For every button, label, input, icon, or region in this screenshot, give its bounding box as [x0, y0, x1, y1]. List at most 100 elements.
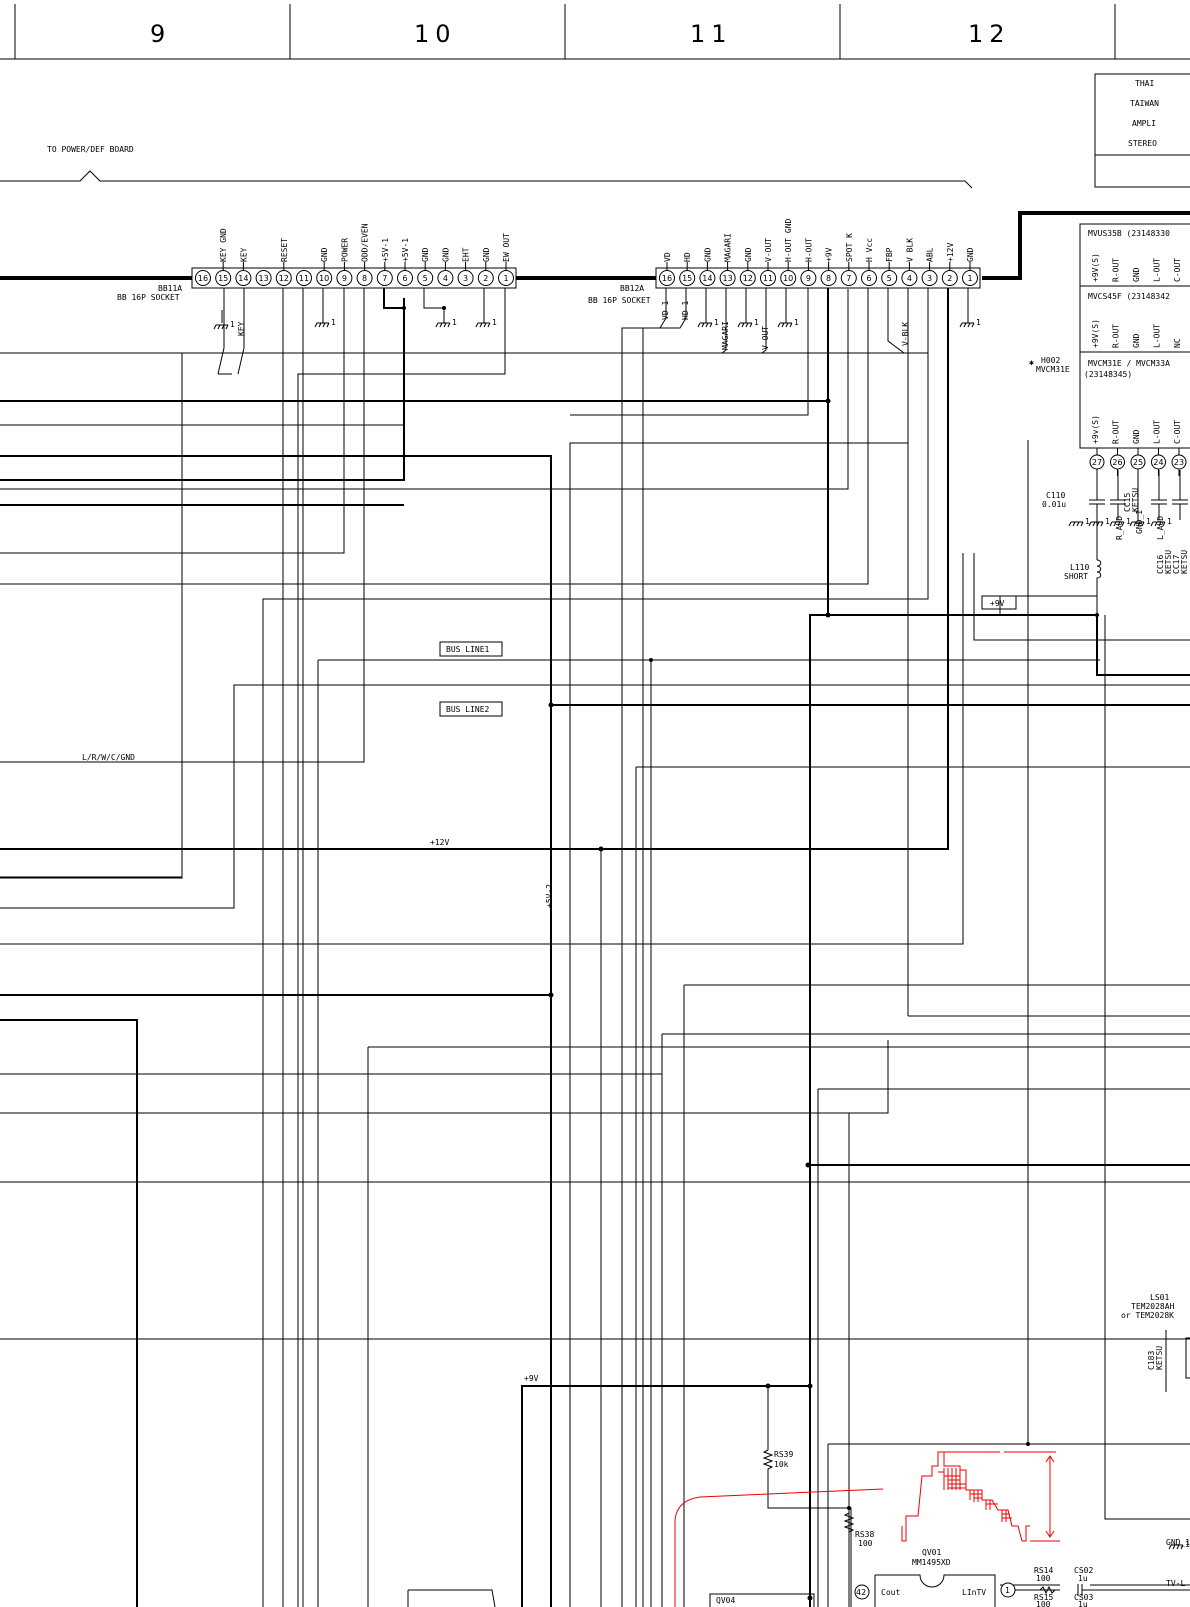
- net-labels: KEY VD-1 HD-1 MAGARI V-OUT V-BLK BUS LIN…: [82, 301, 1017, 1383]
- table-row-thai: THAI: [1135, 79, 1154, 88]
- module-pin-label: NC: [1173, 338, 1182, 348]
- module-pin-label: R-OUT: [1112, 324, 1121, 348]
- net-plus9v-bottom: +9V: [524, 1374, 539, 1383]
- cs03-ref: CS03: [1074, 1593, 1093, 1602]
- ground-net-number: 1: [452, 318, 457, 327]
- rs38-ref: RS38: [855, 1530, 874, 1539]
- bb12a-pin-number: 4: [907, 274, 912, 283]
- module-h002-ref: ✱ H002 MVCM31E: [1029, 356, 1070, 374]
- ground-icon: [697, 322, 713, 328]
- bb12a-pin-number: 2: [947, 274, 952, 283]
- grid-header: 9 10 11 12: [0, 4, 1190, 60]
- power-board-bracket: [0, 170, 973, 189]
- bb12a-type: BB 16P SOCKET: [588, 296, 651, 305]
- destination-table: THAI TAIWAN AMPLI STEREO: [1094, 73, 1190, 188]
- bb11a-pin-number: 2: [483, 274, 488, 283]
- bb12a-pin-label: H Vcc: [865, 238, 874, 262]
- bb11a-pin-10: [316, 270, 333, 286]
- bb11a-pin-number: 10: [319, 274, 329, 283]
- bb11a-pin-label: KEY GND: [219, 228, 228, 262]
- bb11a-pin-12: [275, 270, 292, 286]
- bb12a-pin-label: GND: [703, 247, 712, 262]
- module-components: C110 0.01u CC15 KETSU R_AUD GND_1 L_AUD …: [1042, 470, 1189, 615]
- bb12a-pin-number: 14: [702, 274, 712, 283]
- bb11a-pin-2: [477, 270, 494, 286]
- bb12a-pin-number: 9: [806, 274, 811, 283]
- net-plus5v2: +5V-2: [545, 884, 554, 908]
- rs39-value: 10k: [774, 1460, 789, 1469]
- ic-qv04: QV04: [709, 1593, 815, 1607]
- bb11a-pin-label: ODD/EVEN: [361, 223, 370, 262]
- bb12a-pin-9: [800, 270, 817, 286]
- bb11a-pin-13: [255, 270, 272, 286]
- bb12a-pin-12: [739, 270, 756, 286]
- bb12a-pin-number: 5: [887, 274, 892, 283]
- bb12a-pin-number: 1: [967, 274, 972, 283]
- bb12a-pin-16: [659, 270, 675, 286]
- module-pin-label: +9V(S): [1091, 319, 1100, 348]
- bb11a-pin-label: GND: [441, 247, 450, 262]
- grid-column-12: 12: [968, 20, 1011, 48]
- qv01-ref: QV01: [922, 1548, 941, 1557]
- bb11a-pin-label: GND: [482, 247, 491, 262]
- ls01-alt: or TEM2028K: [1121, 1311, 1174, 1320]
- bb11a-pin-9: [336, 270, 353, 286]
- rs15-value: 100: [1036, 1600, 1051, 1607]
- ground-icon: [1109, 521, 1125, 527]
- qv01-part: MM1495XD: [912, 1558, 951, 1567]
- asterisk-icon: ✱: [1029, 358, 1034, 367]
- bb11a-pin-label: EHT: [462, 247, 471, 262]
- module-mvcm31e: MVCM31E / MVCM33A (23148345) +9v(S)R-OUT…: [1079, 351, 1190, 449]
- ground-net-number: 1: [1126, 517, 1131, 526]
- qv04-ref: QV04: [716, 1596, 735, 1605]
- bb11a-pin-label: GND: [320, 247, 329, 262]
- ground-net-number: 1: [794, 318, 799, 327]
- table-row-taiwan: TAIWAN: [1130, 99, 1159, 108]
- bb11a-pin-7: [376, 270, 393, 286]
- h002-ref: H002: [1041, 356, 1060, 365]
- table-row-stereo: STEREO: [1128, 139, 1157, 148]
- bb11a-pin-label: POWER: [340, 238, 349, 262]
- raud-label: R_AUD: [1115, 516, 1124, 540]
- cc16-value: KETSU: [1164, 550, 1173, 574]
- module-pin-label: GND: [1132, 267, 1141, 282]
- bb12a-pin-number: 12: [743, 274, 753, 283]
- bb12a-pin-number: 3: [927, 274, 932, 283]
- l110-value: SHORT: [1064, 572, 1088, 581]
- ls01-area: LS01 TEM2028AH or TEM2028K C183 KETSU GN…: [1121, 1293, 1190, 1588]
- net-magari: MAGARI: [721, 321, 730, 350]
- bb11a-pin-number: 14: [238, 274, 248, 283]
- qv01-pin1: 1: [1005, 1586, 1010, 1595]
- ground-icon: [1150, 521, 1166, 527]
- bb12a-pin-label: V-OUT: [764, 238, 773, 262]
- bb11a-pin-11: [296, 270, 312, 286]
- bb11a-pin-number: 8: [362, 274, 367, 283]
- ground-icon: [737, 322, 753, 328]
- resistors: RS39 10k RS38 100: [762, 1449, 874, 1548]
- bb11a-pin-number: 4: [443, 274, 448, 283]
- c183-ref: C183: [1147, 1351, 1156, 1370]
- module-pin-label: L-OUT: [1153, 420, 1162, 444]
- grid-column-10: 10: [414, 20, 457, 48]
- ground-icon: [959, 322, 975, 328]
- ground-net-number: 1: [1185, 1540, 1190, 1549]
- rs38-symbol: [843, 1512, 855, 1533]
- bb11a-pin-number: 16: [198, 274, 208, 283]
- bb11a-pin-number: 6: [402, 274, 407, 283]
- ground-icon: [1129, 521, 1145, 527]
- ground-net-number: 1: [492, 318, 497, 327]
- ic-qv01: QV01 MM1495XD 42 Cout LInTV 1 RS14 100 R…: [854, 1548, 1190, 1607]
- bb11a-pin-label: EW OUT: [502, 233, 511, 262]
- bb12a-pin-8: [820, 270, 837, 286]
- module-pin-number: 25: [1133, 458, 1143, 467]
- bb12a-pin-4: [901, 270, 918, 286]
- net-vout: V-OUT: [761, 326, 770, 350]
- ground-icon: [1068, 521, 1084, 527]
- module-pin-number: 26: [1112, 458, 1122, 467]
- bb11a-pin-label: RESET: [280, 238, 289, 262]
- ground-net-number: 1: [1085, 517, 1090, 526]
- ground-net-number: 1: [1105, 517, 1110, 526]
- net-key: KEY: [237, 321, 246, 336]
